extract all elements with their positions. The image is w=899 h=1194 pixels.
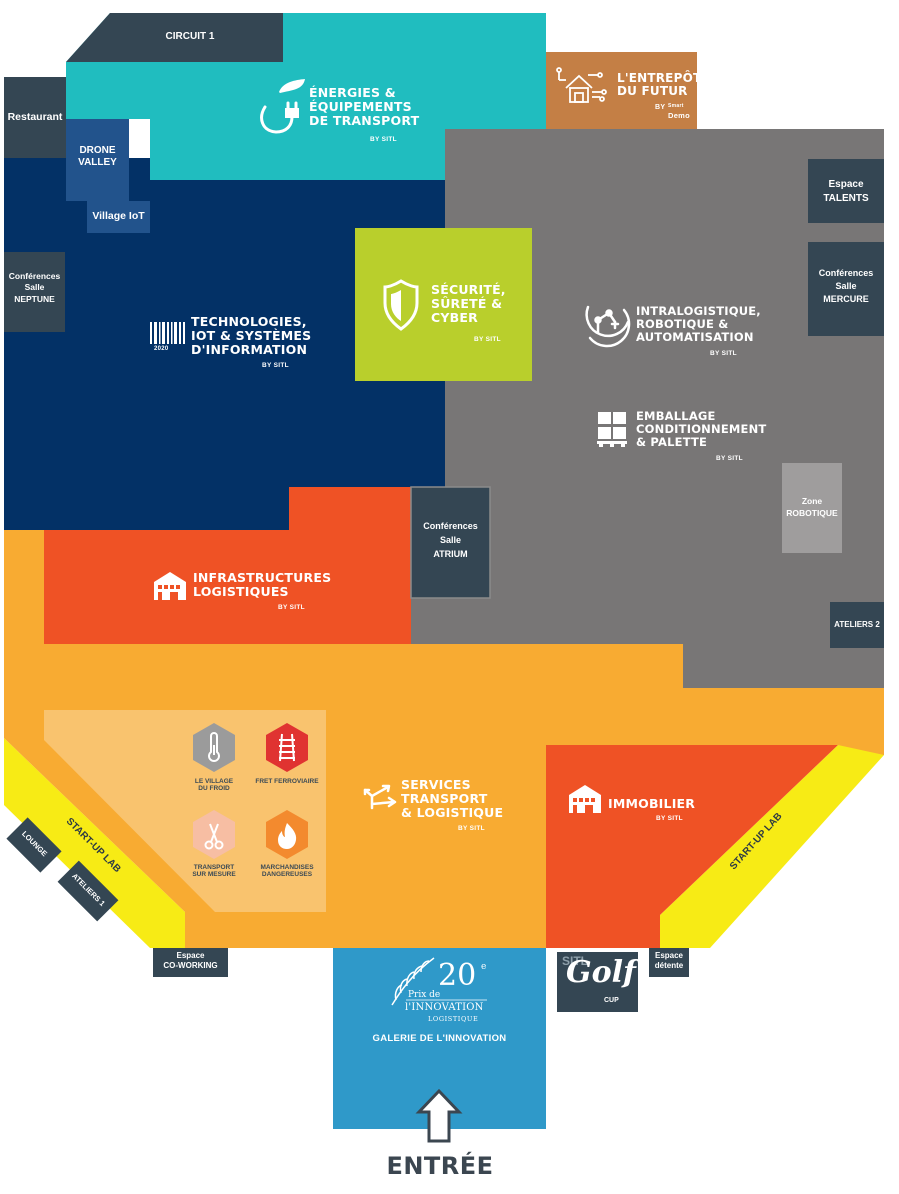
espace-talents-box[interactable] [808, 159, 884, 223]
circuit-label: CIRCUIT 1 [165, 31, 215, 42]
smart-warehouse-icon [556, 67, 607, 103]
startup-lab-right-zone[interactable] [660, 745, 884, 948]
startup-lab-left-zone[interactable] [4, 738, 185, 948]
fret-ferroviaire-label: FRET FERROVIAIRE [255, 778, 319, 785]
lounge-box[interactable] [6, 817, 62, 873]
intralogistique-by: BY SITL [710, 350, 737, 357]
conf-mercure-box[interactable] [808, 242, 884, 336]
conf-neptune-box[interactable] [4, 252, 65, 332]
village-froid-label: LE VILLAGE DU FROID [194, 778, 234, 793]
transport-mesure-label: TRANSPORT SUR MESURE [192, 864, 236, 879]
detente-box[interactable] [649, 948, 689, 977]
securite-title: SÉCURITÉ, SÛRETÉ & CYBER [431, 282, 506, 325]
drone-valley-label: DRONE VALLEY [78, 145, 117, 168]
flame-icon [278, 823, 297, 849]
golf-main: Golf [566, 955, 636, 990]
conf-atrium-box[interactable] [410, 486, 491, 599]
galerie-label: GALERIE DE L'INNOVATION [372, 1033, 507, 1044]
rail-track-icon [279, 733, 295, 762]
immobilier-zone[interactable] [546, 745, 838, 948]
restaurant-box[interactable] [4, 77, 66, 158]
golf-bottom: CUP [604, 997, 619, 1004]
diverging-arrows-icon [363, 784, 397, 810]
conf-mercure-label: Conférences Salle MERCURE [818, 268, 874, 305]
infrastructures-zone[interactable] [44, 487, 411, 644]
zone-robotique-label: Zone ROBOTIQUE [786, 496, 838, 518]
scissors-icon [204, 823, 224, 850]
technologies-by: BY SITL [262, 362, 289, 369]
energies-by: BY SITL [370, 136, 397, 143]
emballage-by: BY SITL [716, 455, 743, 462]
conf-atrium-label: Conférences Salle ATRIUM [423, 521, 478, 559]
prix-superscript: e [481, 962, 487, 972]
infrastructures-by: BY SITL [278, 604, 305, 611]
circuit-box[interactable] [66, 13, 283, 62]
marchandises-dangereuses-label: MARCHANDISES DANGEREUSES [260, 864, 314, 879]
barcode-icon [150, 322, 185, 344]
detente-label: Espace détente [654, 951, 684, 971]
services-title: SERVICES TRANSPORT & LOGISTIQUE [401, 777, 504, 820]
plug-leaf-icon [260, 79, 305, 134]
villages-area[interactable] [44, 710, 326, 912]
village-iot-label: Village IoT [92, 210, 145, 222]
conf-neptune-label: Conférences Salle NEPTUNE [8, 271, 61, 304]
fret-ferroviaire-hexagon[interactable] [266, 723, 308, 772]
technologies-icon-caption: 2020 [154, 346, 169, 352]
coworking-box[interactable] [153, 948, 228, 977]
espace-talents-label: Espace TALENTS [823, 179, 869, 204]
entrepot-title: L'ENTREPÔT DU FUTUR [617, 71, 702, 99]
coworking-label: Espace CO-WORKING [163, 951, 218, 971]
shield-icon [383, 279, 419, 331]
restaurant-label: Restaurant [7, 111, 63, 123]
immobilier-by: BY SITL [656, 815, 683, 822]
energies-title: ÉNERGIES & ÉQUIPEMENTS DE TRANSPORT [309, 85, 420, 128]
zone-robotique-box[interactable] [782, 463, 842, 553]
warehouse-building-icon [154, 572, 186, 600]
pallet-boxes-icon [597, 412, 627, 447]
robot-arm-icon [585, 305, 631, 348]
drone-valley-box[interactable] [66, 119, 129, 201]
entrance-arrow-icon [415, 1088, 463, 1143]
prix-line2: l'INNOVATION [405, 1002, 484, 1013]
emballage-title: EMBALLAGE CONDITIONNEMENT & PALETTE [636, 409, 767, 449]
entrepot-by: BY [655, 104, 666, 111]
prix-line3: LOGISTIQUE [428, 1015, 479, 1023]
golf-cup-box[interactable] [557, 952, 638, 1012]
village-iot-box[interactable] [87, 201, 150, 233]
prix-number: 20 [438, 958, 477, 993]
golf-top: SITL [562, 954, 588, 968]
ateliers2-box[interactable] [830, 602, 884, 648]
entrepot-partner-a: Smart [668, 103, 684, 109]
immobilier-title: IMMOBILIER [608, 796, 696, 811]
building-icon [569, 785, 601, 813]
thermometer-icon [208, 732, 220, 762]
entrepot-partner-b: Demo [668, 111, 691, 120]
securite-by: BY SITL [474, 336, 501, 343]
intralogistique-title: INTRALOGISTIQUE, ROBOTIQUE & AUTOMATISAT… [636, 304, 761, 344]
laurel-icon [391, 957, 435, 1006]
prix-line1: Prix de [408, 990, 441, 1000]
entrepot-du-futur-zone[interactable] [546, 52, 697, 129]
technologies-title: TECHNOLOGIES, IOT & SYSTÈMES D'INFORMATI… [191, 314, 312, 357]
entree-label: ENTRÉE [386, 1152, 494, 1180]
infrastructures-title: INFRASTRUCTURES LOGISTIQUES [193, 570, 332, 599]
ateliers1-box[interactable] [57, 860, 119, 922]
services-by: BY SITL [458, 825, 485, 832]
ateliers2-label: ATELIERS 2 [834, 620, 880, 629]
